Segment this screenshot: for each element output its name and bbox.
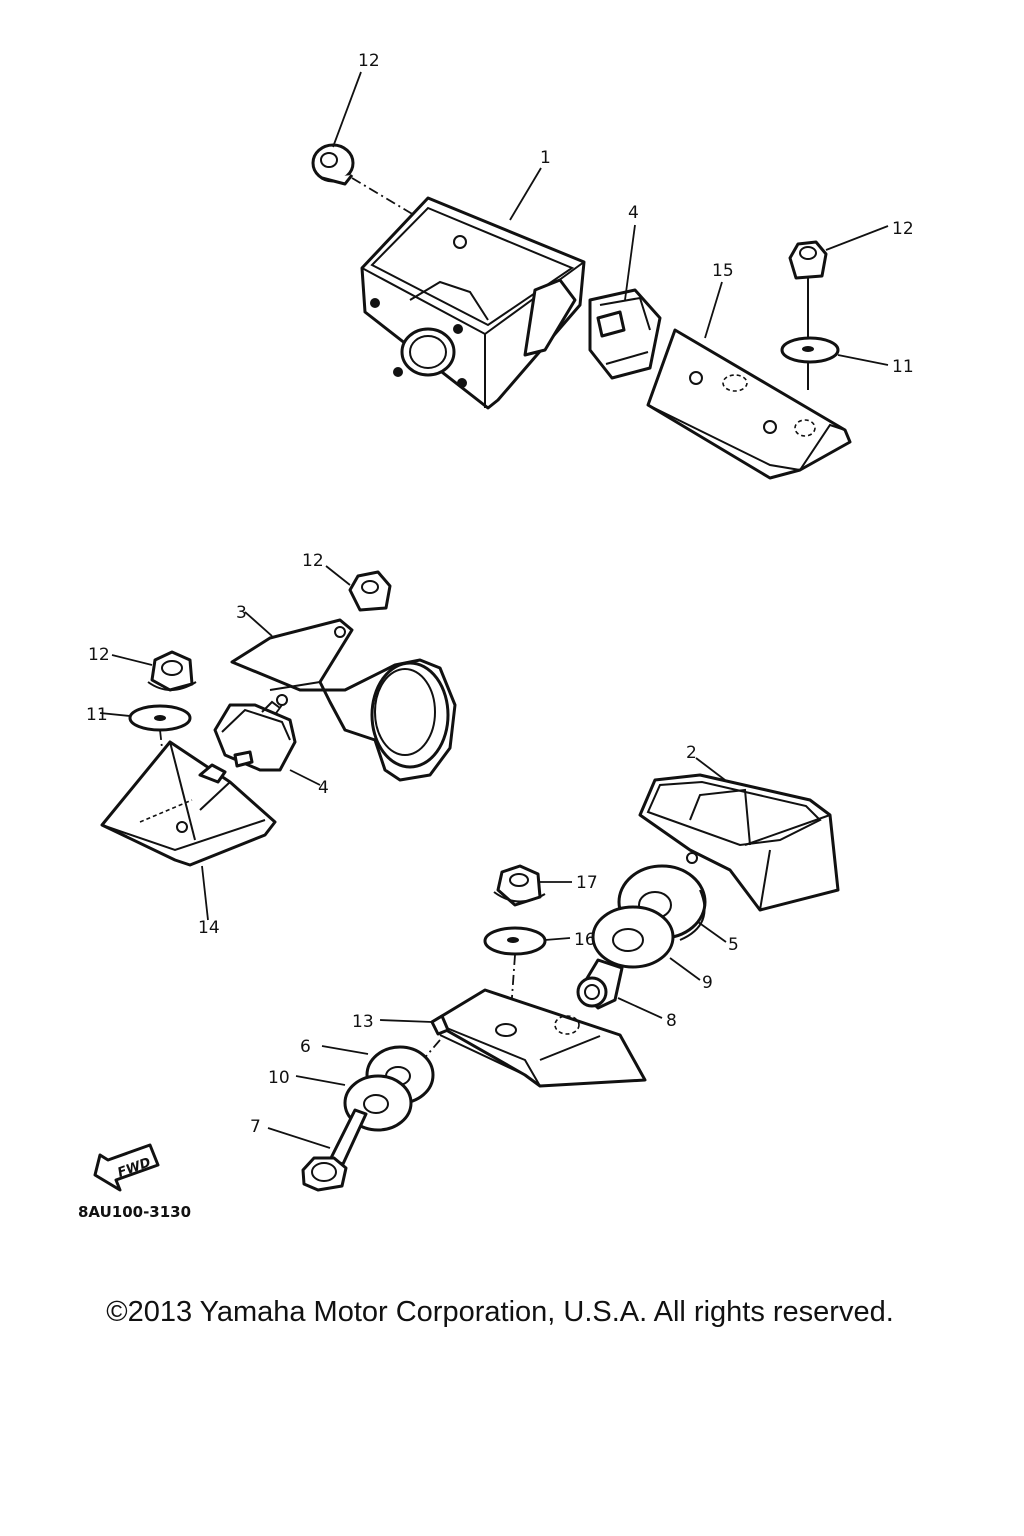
fwd-arrow-icon bbox=[93, 1143, 160, 1192]
leader-12-a bbox=[332, 71, 362, 148]
callout-16: 16 bbox=[574, 930, 596, 950]
bracket-13 bbox=[430, 988, 647, 1088]
bracket-1 bbox=[360, 196, 586, 410]
bracket-2 bbox=[638, 773, 840, 912]
leader-10 bbox=[295, 1075, 346, 1086]
washer-9 bbox=[591, 905, 675, 969]
callout-12-b: 12 bbox=[892, 219, 914, 239]
callout-9: 9 bbox=[702, 973, 713, 993]
callout-4-mid: 4 bbox=[318, 778, 329, 798]
washer-16 bbox=[483, 926, 547, 956]
nut-12-mid-upper bbox=[348, 570, 392, 612]
bracket-3 bbox=[230, 618, 457, 782]
leader-11-b bbox=[99, 712, 131, 717]
collar-8 bbox=[576, 958, 624, 1010]
callout-8: 8 bbox=[666, 1011, 677, 1031]
callout-3: 3 bbox=[236, 603, 247, 623]
callout-12-c: 12 bbox=[302, 551, 324, 571]
leader-12-c bbox=[325, 565, 351, 586]
callout-17: 17 bbox=[576, 873, 598, 893]
leader-6 bbox=[321, 1045, 369, 1055]
leader-4-top bbox=[624, 224, 636, 301]
callout-15: 15 bbox=[712, 261, 734, 281]
nut-17 bbox=[493, 864, 546, 907]
callout-2: 2 bbox=[686, 743, 697, 763]
axis-line-e bbox=[259, 704, 283, 736]
callout-13: 13 bbox=[352, 1012, 374, 1032]
leader-5 bbox=[697, 921, 727, 943]
leader-8 bbox=[617, 997, 663, 1019]
callout-12-d: 12 bbox=[88, 645, 110, 665]
copyright-notice: ©2013 Yamaha Motor Corporation, U.S.A. A… bbox=[106, 1296, 894, 1328]
callout-1: 1 bbox=[540, 148, 551, 168]
leader-4-mid bbox=[289, 769, 321, 786]
leader-3 bbox=[244, 611, 273, 637]
nut-12-top-left bbox=[311, 143, 355, 186]
callout-10: 10 bbox=[268, 1068, 290, 1088]
leader-15 bbox=[704, 281, 723, 339]
leader-16 bbox=[544, 937, 571, 941]
leader-9 bbox=[669, 957, 701, 981]
callout-5: 5 bbox=[728, 935, 739, 955]
leader-1 bbox=[509, 167, 542, 221]
leader-7 bbox=[267, 1127, 331, 1149]
axis-line-f bbox=[509, 954, 516, 1026]
callout-12-a: 12 bbox=[358, 51, 380, 71]
mount-4-top bbox=[588, 288, 662, 380]
callout-4-top: 4 bbox=[628, 203, 639, 223]
bracket-15 bbox=[646, 328, 852, 480]
leader-14 bbox=[201, 865, 209, 921]
washer-11-mid bbox=[128, 704, 192, 732]
nut-12-mid-left bbox=[147, 650, 197, 692]
leader-2 bbox=[695, 757, 726, 781]
callout-14: 14 bbox=[198, 918, 220, 938]
callout-11-b: 11 bbox=[86, 705, 108, 725]
callout-11-a: 11 bbox=[892, 357, 914, 377]
callout-7: 7 bbox=[250, 1117, 261, 1137]
leader-12-b bbox=[825, 225, 889, 251]
leader-13 bbox=[379, 1019, 433, 1023]
leader-11-a bbox=[837, 354, 889, 366]
mount-4-mid bbox=[213, 700, 297, 772]
callout-6: 6 bbox=[300, 1037, 311, 1057]
nut-12-top-right bbox=[788, 240, 828, 280]
bracket-14 bbox=[100, 740, 277, 867]
diagram-code: 8AU100-3130 bbox=[78, 1203, 191, 1221]
bolt-7 bbox=[301, 1108, 368, 1192]
washer-11-top bbox=[780, 336, 840, 364]
exploded-parts-diagram: 12 1 4 12 15 11 12 3 12 11 4 14 2 17 16 … bbox=[78, 51, 914, 1221]
leader-12-d bbox=[111, 654, 153, 666]
